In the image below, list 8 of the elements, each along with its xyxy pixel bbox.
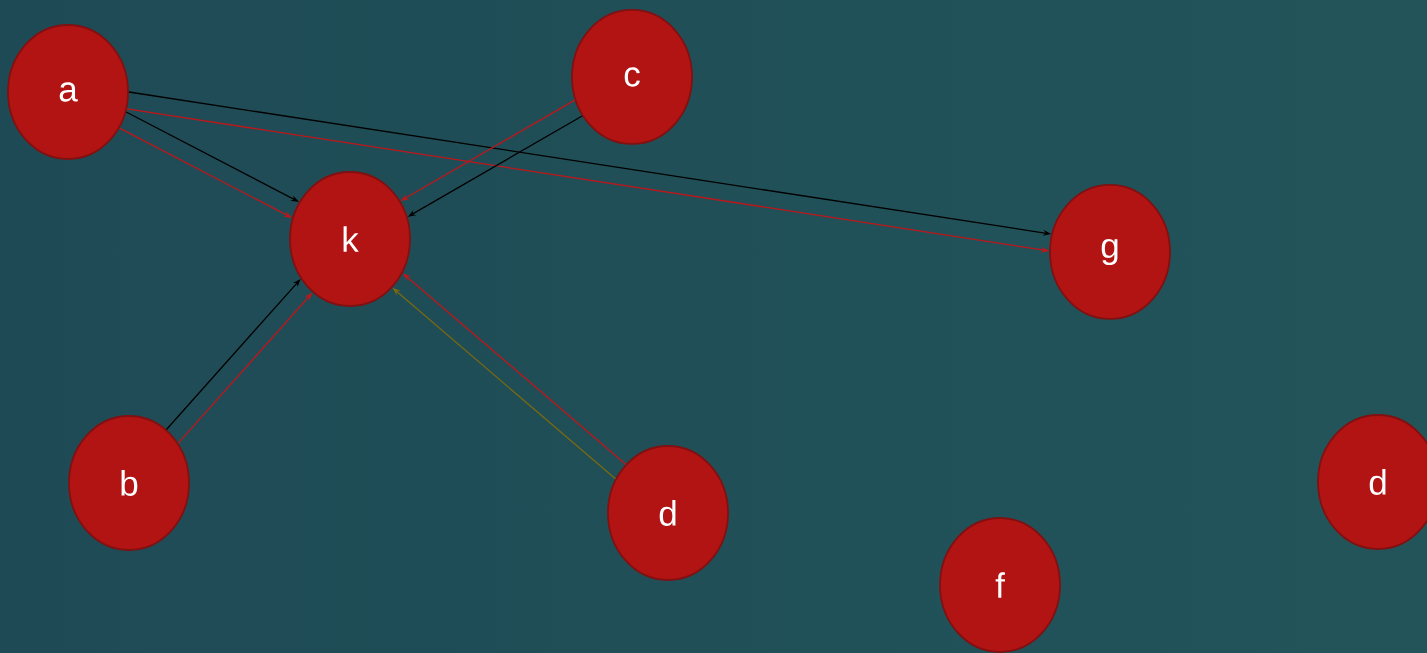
circle-node: d	[1317, 414, 1427, 550]
circle-node: c	[571, 9, 693, 145]
circle-node: g	[1049, 184, 1171, 320]
circle-node: k	[289, 171, 411, 307]
circle-node: b	[68, 415, 190, 551]
circle-node: a	[7, 24, 129, 160]
circle-node: f	[939, 517, 1061, 653]
circle-node: d	[607, 445, 729, 581]
